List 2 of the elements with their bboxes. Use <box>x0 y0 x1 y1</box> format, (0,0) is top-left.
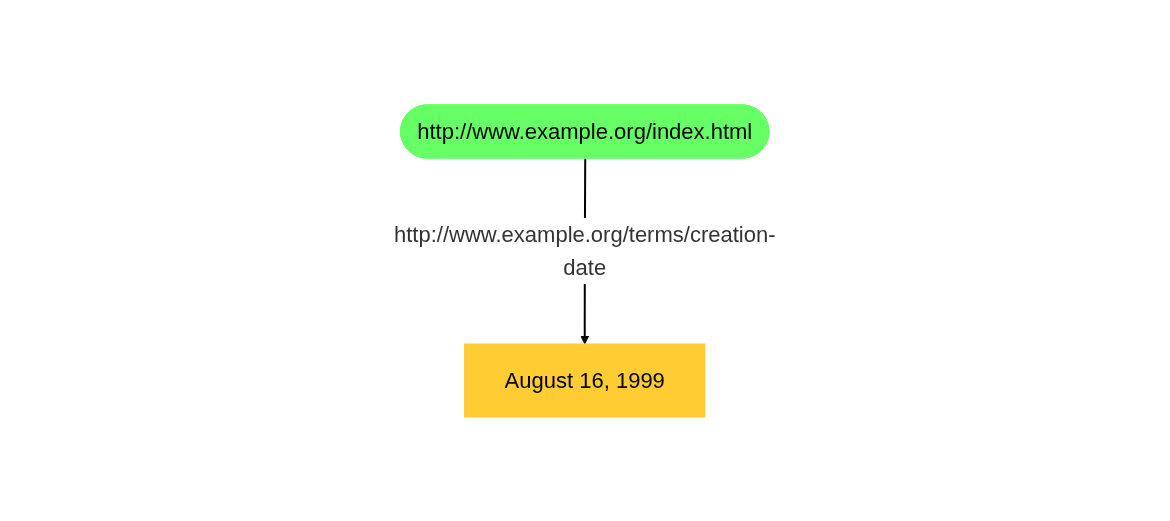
edge-label: http://www.example.org/terms/creation-date <box>394 221 776 280</box>
node-box: August 16, 1999 <box>464 343 706 417</box>
